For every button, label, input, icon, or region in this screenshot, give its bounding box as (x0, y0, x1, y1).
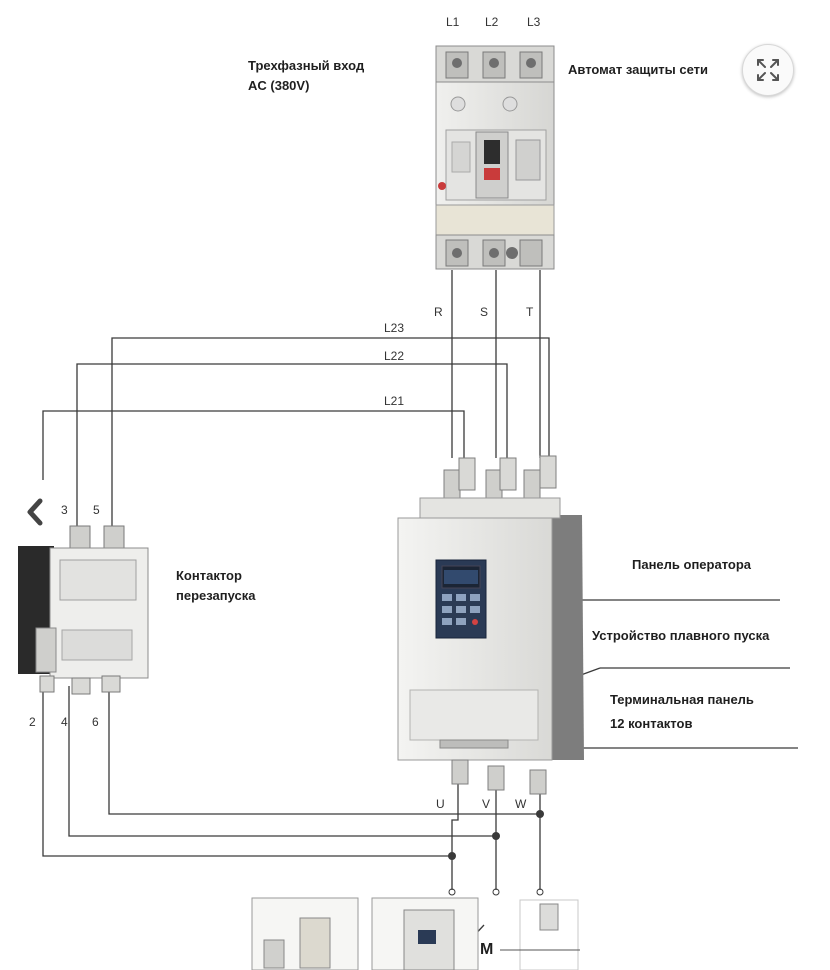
label-ac-380v: AC (380V) (248, 78, 310, 93)
label-contact-3: 3 (61, 503, 68, 517)
wire-out-4 (68, 686, 496, 837)
wire-l22 (76, 363, 508, 530)
label-contact-4: 4 (61, 715, 68, 729)
label-v: V (482, 797, 491, 811)
label-contactor: Контактор (176, 568, 242, 583)
label-l3: L3 (527, 15, 541, 29)
wire-l23 (111, 337, 550, 530)
label-breaker: Автомат защиты сети (568, 62, 709, 77)
label-contact-5: 5 (93, 503, 100, 517)
label-s: S (480, 305, 489, 319)
label-12-contacts: 12 контактов (610, 716, 693, 731)
wires (42, 270, 798, 941)
label-l23: L23 (384, 321, 405, 335)
back-button[interactable] (20, 494, 50, 530)
wire-out-6 (108, 686, 540, 815)
label-l22: L22 (384, 349, 405, 363)
thumbnail-strip (251, 897, 580, 970)
label-l21: L21 (384, 394, 405, 408)
label-three-phase-input: Трехфазный вход (248, 58, 365, 73)
soft-starter (397, 455, 584, 795)
bypass-contactor (18, 525, 149, 695)
label-restart: перезапуска (176, 588, 256, 603)
expand-button[interactable] (742, 44, 794, 96)
wire-l21 (42, 410, 465, 480)
expand-arrows-icon (757, 59, 779, 81)
label-w: W (515, 797, 527, 811)
circuit-breaker (435, 45, 555, 270)
label-operator-panel: Панель оператора (632, 557, 752, 572)
wire-out-2 (42, 686, 452, 857)
junctions (448, 810, 544, 896)
label-contact-6: 6 (92, 715, 99, 729)
label-soft-starter: Устройство плавного пуска (592, 628, 770, 643)
label-l2: L2 (485, 15, 499, 29)
label-l1: L1 (446, 15, 460, 29)
label-contact-2: 2 (29, 715, 36, 729)
label-t: T (526, 305, 534, 319)
label-r: R (434, 305, 443, 319)
label-motor: M (480, 941, 494, 958)
label-u: U (436, 797, 445, 811)
label-terminal-panel: Терминальная панель (610, 692, 754, 707)
chevron-left-icon (27, 498, 43, 526)
